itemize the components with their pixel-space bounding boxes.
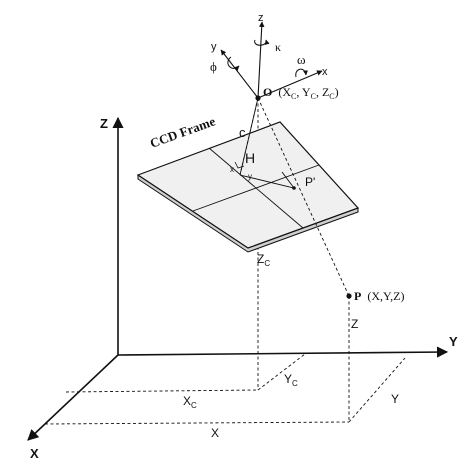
origin-O: O [263, 85, 272, 99]
label-yc: YC [284, 372, 298, 388]
image-x-offset [239, 174, 295, 189]
object-point-P [346, 293, 352, 299]
label-world-y: Y [449, 334, 458, 349]
camera-x-axis [257, 70, 323, 99]
label-focal-c: c [239, 125, 246, 140]
rotation-arrows [227, 39, 308, 78]
origin-sub1: C [291, 92, 296, 101]
origin-coords-part3: , Z [316, 85, 329, 99]
right-angle-mark [234, 161, 245, 169]
label-xc: XC [183, 394, 197, 410]
yc-base: Y [284, 372, 292, 386]
projection-lines [239, 97, 350, 297]
label-ccd-frame: CCD Frame [148, 113, 217, 151]
object-ray [257, 97, 350, 297]
world-x-axis [27, 354, 119, 441]
label-kappa: κ [275, 40, 281, 54]
origin-point-O [255, 95, 261, 101]
label-image-x: x [230, 165, 234, 174]
ccd-frame-midline-b [192, 164, 320, 212]
origin-coords-part1: (X [278, 85, 291, 99]
origin-sub2: C [311, 92, 316, 101]
label-image-y: y [248, 172, 252, 181]
kappa-arc [254, 39, 270, 46]
label-ground-x: X [211, 426, 219, 440]
label-z-vertical: Z [351, 317, 358, 331]
label-world-x: X [30, 446, 39, 461]
xc-ground-line [65, 389, 259, 393]
world-y-axis [117, 346, 449, 358]
x-ground-line [44, 421, 350, 425]
label-zc: ZC [257, 252, 270, 268]
image-y-offset [281, 171, 295, 189]
origin-coords-end: ) [335, 85, 339, 99]
label-point-p: P (X,Y,Z) [354, 289, 404, 303]
y-ground-line [348, 357, 406, 423]
label-camera-x: x [322, 66, 328, 78]
label-omega: ω [297, 52, 306, 67]
origin-sub3: C [329, 92, 334, 101]
ccd-frame [136, 121, 360, 253]
focal-line-c [239, 97, 259, 176]
label-ground-y: Y [391, 392, 399, 406]
zc-sub: C [264, 259, 270, 268]
camera-axes [220, 21, 323, 99]
phi-arc [227, 56, 240, 71]
camera-foot-line [257, 353, 306, 391]
label-origin: O (XC, YC, ZC) [263, 85, 339, 101]
label-camera-y: y [211, 41, 217, 53]
omega-arc [295, 68, 308, 78]
origin-coords-part2: , Y [296, 85, 311, 99]
label-image-point: P' [305, 175, 315, 189]
point-p-coords: (X,Y,Z) [367, 289, 404, 303]
world-axes [27, 116, 449, 441]
point-p-name: P [354, 289, 361, 303]
zc-base: Z [257, 252, 264, 266]
ccd-frame-plane [136, 121, 360, 249]
yc-sub: C [292, 379, 298, 388]
camera-y-axis [220, 49, 259, 99]
camera-z-axis [257, 21, 265, 99]
label-phi: ϕ [210, 59, 217, 74]
label-principal-h: H [245, 150, 255, 166]
image-point-p-prime [292, 186, 296, 190]
label-world-z: Z [100, 116, 108, 131]
xc-sub: C [191, 401, 197, 410]
label-camera-z: z [258, 12, 264, 24]
xc-base: X [183, 394, 191, 408]
